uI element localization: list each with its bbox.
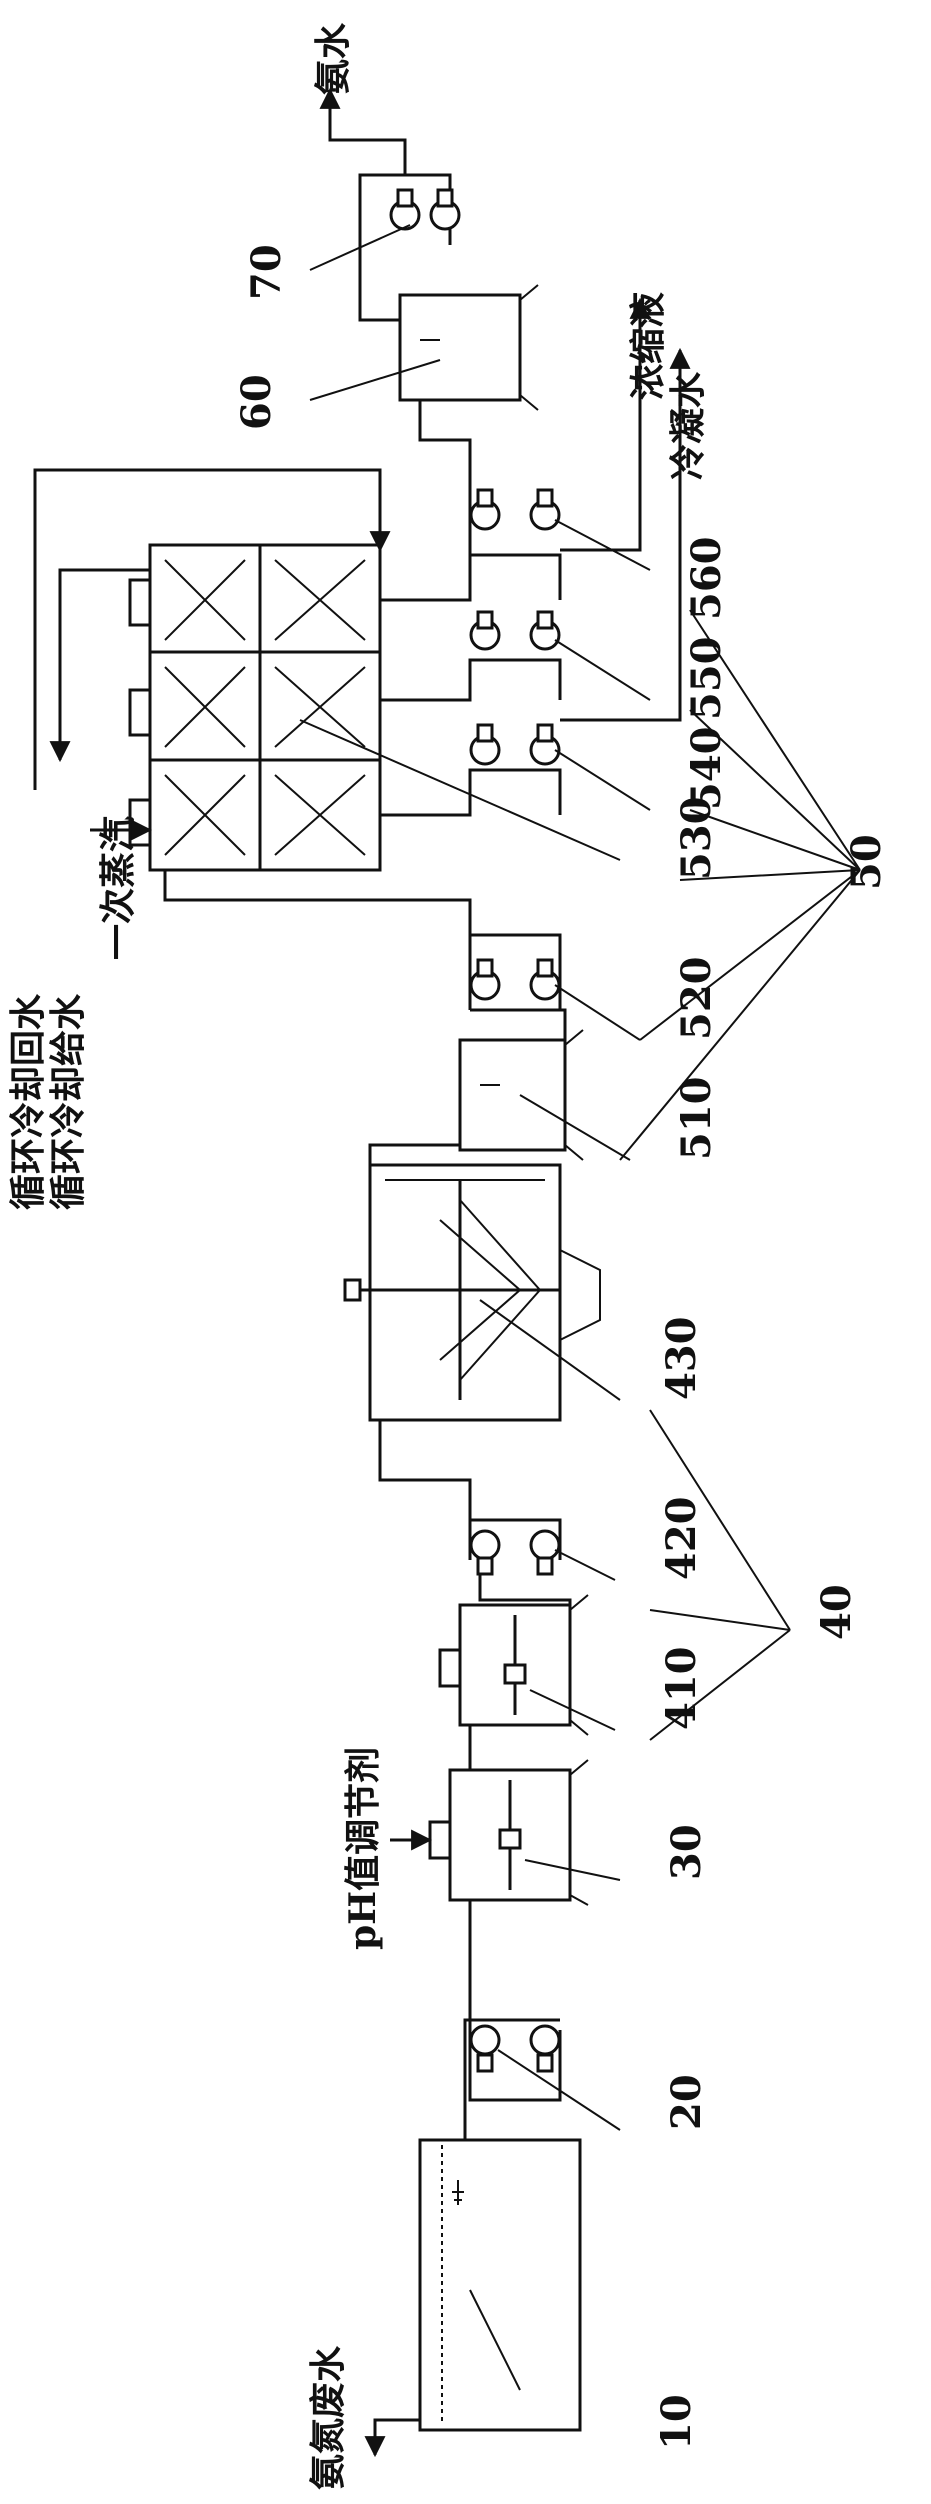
label-concentrate: 浓缩液 <box>627 292 669 400</box>
tank-30 <box>428 1759 589 1906</box>
label-430: 430 <box>658 1317 705 1401</box>
pump-group-420 <box>468 1518 562 1576</box>
pump-group-540 <box>440 723 562 817</box>
label-50: 50 <box>843 834 890 890</box>
label-550: 550 <box>683 637 730 721</box>
pump-group-550 <box>440 610 562 702</box>
pump-group-70 <box>358 173 461 245</box>
label-ammonia-wastewater: 氨氮废水 <box>307 2345 349 2490</box>
label-cooling-return: 循环冷却回水 <box>7 993 49 1210</box>
label-10: 10 <box>653 2394 700 2450</box>
pump-group-520 <box>468 933 562 1010</box>
label-30: 30 <box>663 1824 710 1880</box>
pump-group-560 <box>440 488 562 602</box>
label-cooling-supply: 循环冷却给水 <box>47 993 89 1210</box>
label-530: 530 <box>673 797 720 881</box>
tank-410 <box>438 1594 589 1736</box>
label-ammonia-water: 氨水 <box>312 22 354 95</box>
label-ph-regulator: pH值调节剂 <box>342 1747 384 1950</box>
tank-510 <box>458 1029 584 1161</box>
label-condensate: 冷凝水 <box>667 371 709 480</box>
tank-10 <box>418 2138 582 2432</box>
clarifier-430 <box>343 1163 601 1422</box>
label-70: 70 <box>243 244 290 300</box>
label-40: 40 <box>813 1584 860 1640</box>
evaporator-530 <box>128 543 382 872</box>
label-540: 540 <box>683 727 730 811</box>
label-60: 60 <box>233 374 280 430</box>
label-primary-steam: 一次蒸汽 <box>97 816 139 960</box>
label-560: 560 <box>683 537 730 621</box>
label-510: 510 <box>673 1077 720 1161</box>
pump-group-20 <box>468 2024 562 2102</box>
label-410: 410 <box>658 1647 705 1731</box>
label-20: 20 <box>663 2074 710 2130</box>
tank-60 <box>398 284 539 411</box>
label-420: 420 <box>658 1497 705 1581</box>
label-520: 520 <box>673 957 720 1041</box>
